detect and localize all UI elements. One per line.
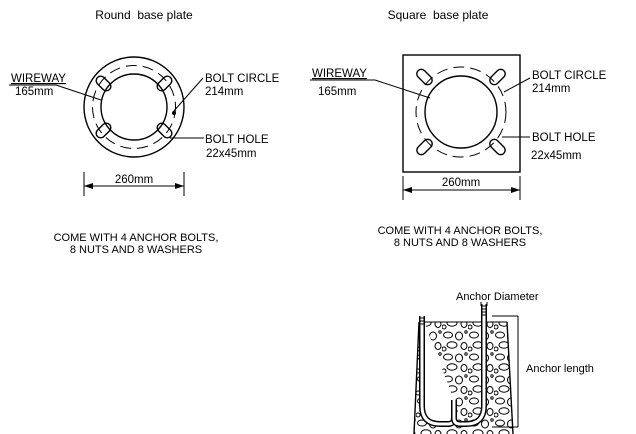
round-width-value: 260mm xyxy=(115,174,153,186)
round-wireway-label: WIREWAY xyxy=(11,73,66,85)
square-bolt-hole-label: BOLT HOLE xyxy=(532,132,596,144)
round-width-dimension xyxy=(83,172,185,196)
round-bolt-circle-value: 214mm xyxy=(205,86,243,98)
square-plate-wireway xyxy=(424,75,498,149)
square-plate-bolt-circle xyxy=(415,66,507,158)
anchor-length-label: Anchor length xyxy=(526,363,594,375)
square-bolt-hole-value: 22x45mm xyxy=(531,150,582,162)
square-base-plate: Square base plate WIREWAY 165mm BOLT CIR… xyxy=(310,8,607,249)
square-width-value: 260mm xyxy=(442,177,480,189)
anchor-diameter-label: Anchor Diameter xyxy=(456,291,539,303)
square-plate-title: Square base plate xyxy=(388,8,489,22)
square-note-line-2: 8 NUTS AND 8 WASHERS xyxy=(394,237,526,249)
anchor-length-bracket xyxy=(492,315,519,428)
anchor-bolt-detail: Anchor Diameter Anchor length xyxy=(413,291,594,434)
square-wireway-label: WIREWAY xyxy=(312,68,367,80)
round-plate-outline xyxy=(83,56,185,158)
round-plate-title: Round base plate xyxy=(95,8,193,22)
square-wireway-value: 165mm xyxy=(318,86,356,98)
square-bolt-circle-value: 214mm xyxy=(532,83,570,95)
square-bolt-circle-label: BOLT CIRCLE xyxy=(532,70,607,82)
round-plate-bolt-holes xyxy=(95,75,173,139)
square-plate-outline xyxy=(402,54,521,173)
round-note-line-1: COME WITH 4 ANCHOR BOLTS, xyxy=(54,232,219,244)
round-base-plate: Round base plate WIREWAY 165mm BOLT CIRC… xyxy=(9,8,280,256)
round-plate-wireway xyxy=(100,73,168,141)
round-bolt-hole-label: BOLT HOLE xyxy=(205,134,269,146)
round-plate-bolt-circle xyxy=(92,65,176,149)
square-note-line-1: COME WITH 4 ANCHOR BOLTS, xyxy=(378,225,543,237)
round-bolt-circle-label: BOLT CIRCLE xyxy=(205,73,280,85)
square-width-dimension xyxy=(402,176,521,200)
anchor-bolts xyxy=(419,304,487,427)
round-wireway-value: 165mm xyxy=(15,86,53,98)
round-bolt-hole-value: 22x45mm xyxy=(206,148,257,160)
round-note-line-2: 8 NUTS AND 8 WASHERS xyxy=(70,244,202,256)
square-plate-bolt-holes xyxy=(416,68,506,156)
